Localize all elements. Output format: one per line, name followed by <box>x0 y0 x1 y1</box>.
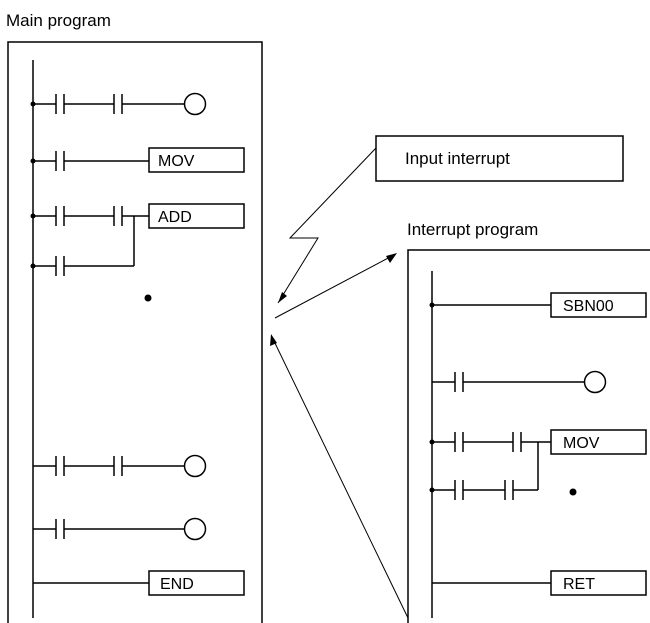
input-interrupt-box <box>375 135 624 182</box>
interrupt-ret-label: RET <box>563 576 595 593</box>
main-program-label: Main program <box>6 11 111 30</box>
coil-icon <box>583 370 607 394</box>
interrupt-program-frame <box>407 249 650 623</box>
return-arrow <box>272 338 409 619</box>
main-end-label: END <box>160 576 194 593</box>
coil-icon <box>183 454 207 478</box>
interrupt-sbn-label: SBN00 <box>563 298 614 315</box>
main-rung-4 <box>33 454 207 478</box>
main-rung-2: MOV <box>30 147 245 173</box>
interrupt-rung-2 <box>432 370 607 394</box>
main-ellipsis-dot <box>144 294 152 302</box>
main-mov-label: MOV <box>158 153 195 170</box>
interrupt-rung-sbn: SBN00 <box>429 292 647 318</box>
main-add-label: ADD <box>158 209 192 226</box>
interrupt-sbn-box <box>550 292 647 318</box>
interrupt-mov-label: MOV <box>563 435 600 452</box>
main-rung-5 <box>33 517 207 541</box>
main-rung-3: ADD <box>30 203 245 276</box>
main-end-box <box>148 570 245 596</box>
coil-icon <box>183 92 207 116</box>
main-rung-end: END <box>33 570 245 596</box>
input-interrupt-label: Input interrupt <box>405 149 510 168</box>
interrupt-mov-box <box>550 429 647 455</box>
main-add-box <box>148 203 245 229</box>
main-mov-box <box>148 147 245 173</box>
coil-icon <box>183 517 207 541</box>
interrupt-ellipsis-dot <box>569 488 577 496</box>
lightning-icon <box>277 147 377 304</box>
interrupt-rung-ret: RET <box>432 570 647 596</box>
interrupt-program-label: Interrupt program <box>407 220 538 239</box>
interrupt-ret-box <box>550 570 647 596</box>
main-rung-1 <box>30 92 207 116</box>
interrupt-rung-3: MOV <box>429 429 647 500</box>
main-program-frame <box>7 41 263 623</box>
jump-arrow <box>274 255 393 319</box>
